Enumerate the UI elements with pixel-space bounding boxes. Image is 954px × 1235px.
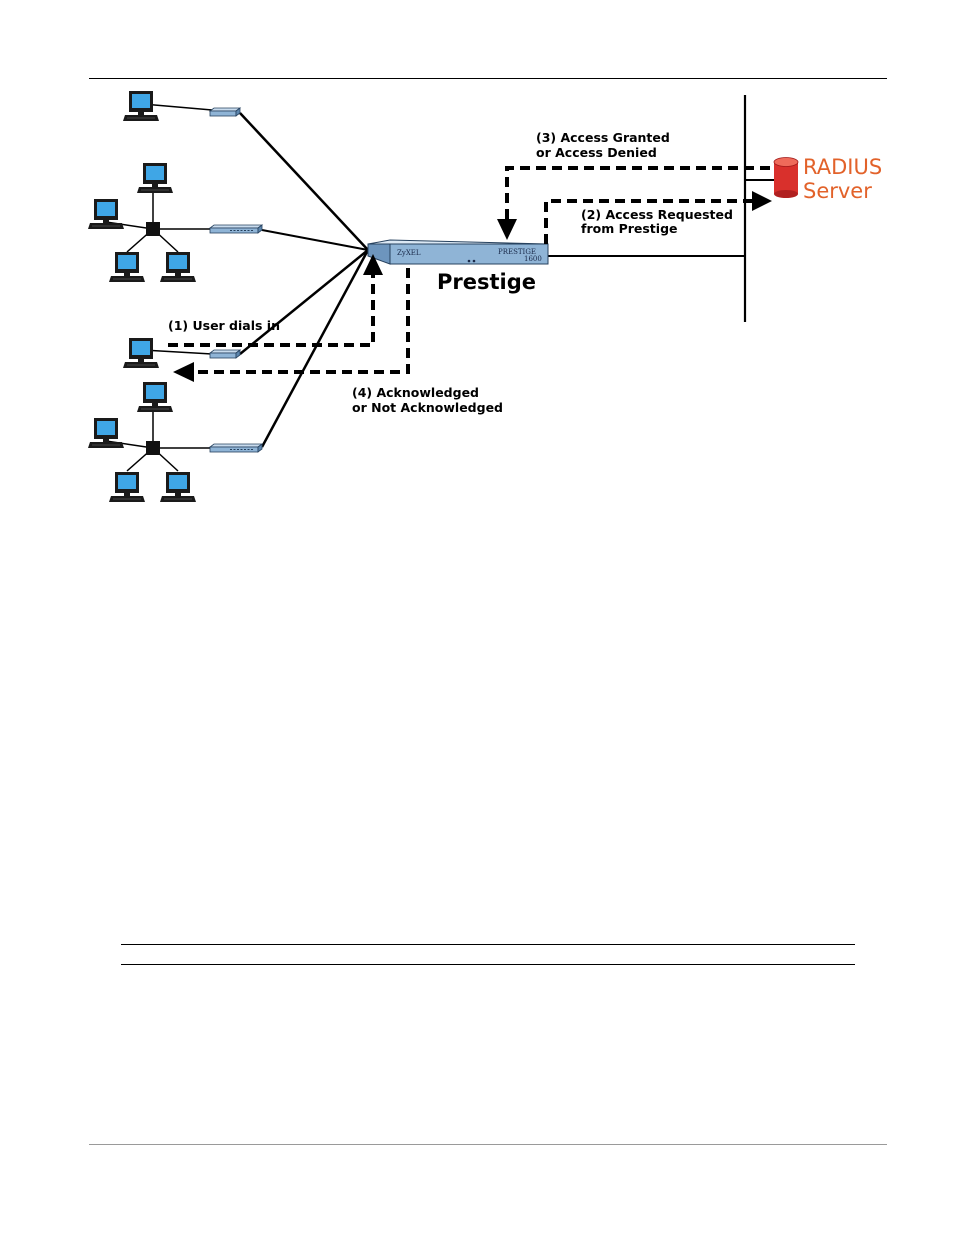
step2-label: (2) Access Requested (581, 207, 733, 222)
computer-icon (87, 198, 125, 230)
flow-step4 (194, 268, 410, 374)
arrow-head (363, 254, 383, 275)
computer-icon (108, 471, 146, 503)
server-label: Server (803, 179, 872, 203)
device-model-text: PRESTIGE (498, 248, 536, 256)
modem-icon (209, 349, 241, 359)
header-rule (89, 78, 887, 79)
computer-icon (122, 90, 160, 122)
step3-label: or Access Denied (536, 145, 657, 160)
step4-label: (4) Acknowledged (352, 385, 479, 400)
computer-icon (136, 381, 174, 413)
modem-icon (209, 443, 263, 453)
router-icon: ZyXEL PRESTIGE 1600 (367, 239, 549, 265)
radius-diagram: ZyXEL PRESTIGE 1600 (1) User dials in (2… (87, 90, 882, 503)
computer-icon (122, 337, 160, 369)
hub-icon (146, 222, 160, 236)
server-label: RADIUS (803, 155, 882, 179)
flow-step1 (168, 274, 375, 347)
wan-link (239, 112, 369, 251)
step1-label: (1) User dials in (168, 318, 280, 333)
computer-icon (159, 251, 197, 283)
flow-step2 (544, 199, 752, 244)
step2-label: from Prestige (581, 221, 678, 236)
wan-link (239, 249, 369, 355)
arrow-head (173, 362, 194, 382)
wan-link (261, 229, 369, 251)
footer-rule (89, 1144, 887, 1145)
device-model-text: 1600 (524, 255, 542, 263)
device-brand-text: ZyXEL (397, 249, 421, 257)
computer-icon (136, 162, 174, 194)
computer-icon (87, 417, 125, 449)
table-bottom-rule (121, 964, 855, 965)
table-top-rule (121, 944, 855, 945)
modem-icon (209, 224, 263, 234)
wan-link (260, 249, 370, 448)
database-icon (773, 157, 799, 198)
prestige-label: Prestige (437, 270, 536, 294)
hub-icon (146, 441, 160, 455)
arrow-head (752, 191, 772, 211)
step3-label: (3) Access Granted (536, 130, 670, 145)
step4-label: or Not Acknowledged (352, 400, 503, 415)
computer-icon (108, 251, 146, 283)
modem-icon (209, 107, 241, 117)
arrow-head (497, 219, 517, 240)
computer-icon (159, 471, 197, 503)
flow-step3 (505, 166, 770, 220)
